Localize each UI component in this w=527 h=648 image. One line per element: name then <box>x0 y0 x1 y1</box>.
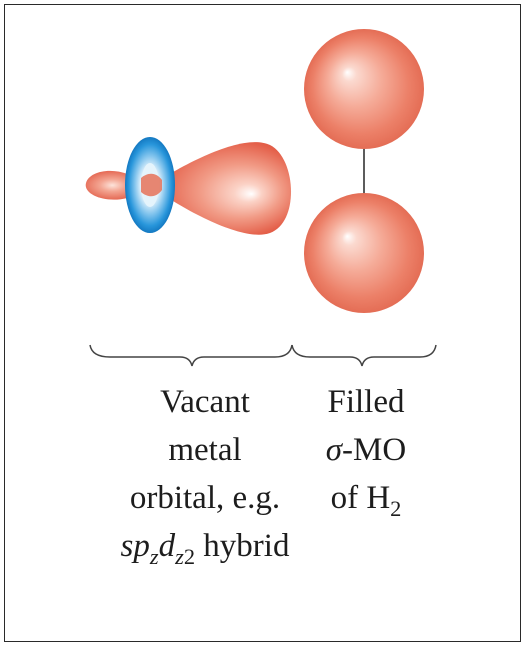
sigma-symbol: σ <box>325 432 343 468</box>
caption-line-filled: Filled <box>327 384 405 420</box>
right-brace <box>291 344 437 367</box>
h2-subscript: 2 <box>390 495 402 521</box>
z-subscript-2: z2 <box>175 544 195 569</box>
large-lobe <box>150 142 292 235</box>
d-label: d <box>158 528 176 564</box>
mo-label: -MO <box>342 432 407 468</box>
h-atom-top-sphere <box>304 29 424 149</box>
caption-line-vacant: Vacant <box>160 384 250 420</box>
caption-line-metal: metal <box>168 432 242 468</box>
figure-border <box>4 4 521 642</box>
z2-number: 2 <box>183 543 196 569</box>
hybrid-word: hybrid <box>195 528 290 564</box>
sp-label: sp <box>120 528 150 564</box>
caption-line-of-h2: of H2 <box>296 474 436 522</box>
of-h-label: of H <box>330 480 391 516</box>
z-subscript-1: z <box>149 543 159 569</box>
caption-line-hybrid: spzdz2 hybrid <box>60 522 350 570</box>
h-atom-bottom-sphere <box>304 193 424 313</box>
left-brace <box>89 344 293 367</box>
lobe-through-ring <box>141 173 162 197</box>
z2-letter: z <box>175 543 184 569</box>
vacant-metal-orbital-caption: Vacant metal orbital, e.g. spzdz2 hybrid <box>60 378 350 570</box>
caption-line-sigma-mo: σ-MO <box>296 426 436 474</box>
caption-line-orbital: orbital, e.g. <box>129 480 281 516</box>
filled-sigma-mo-caption: Filled σ-MO of H2 <box>296 378 436 522</box>
